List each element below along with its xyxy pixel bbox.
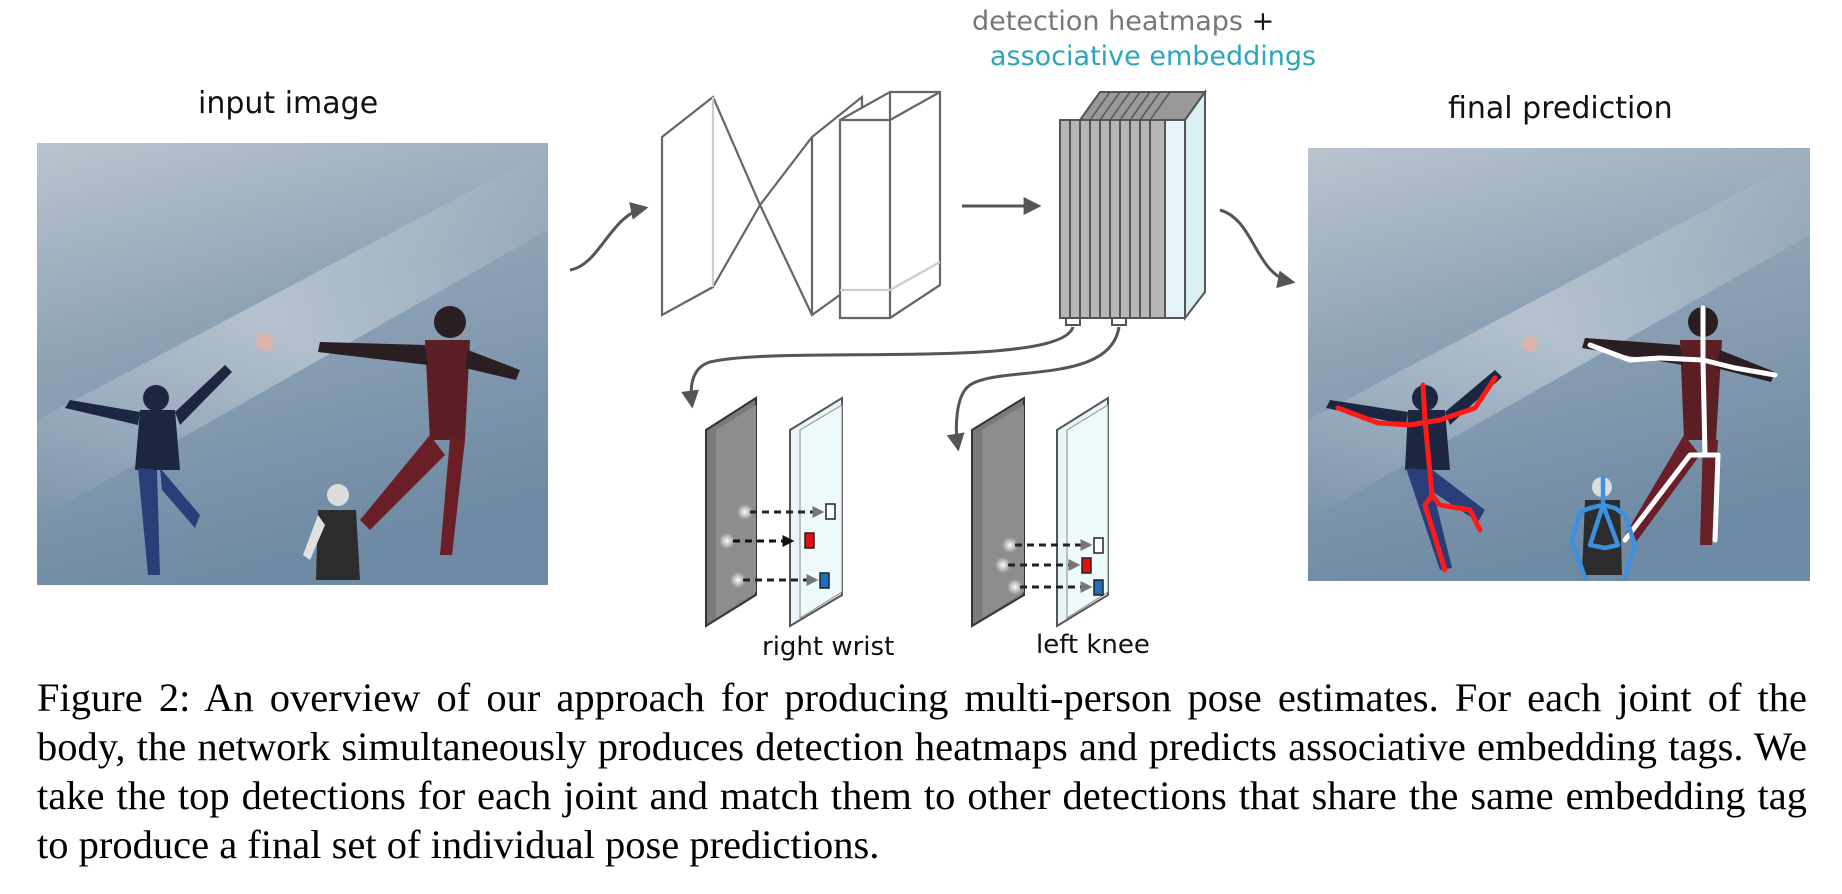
skydiver-right	[318, 306, 520, 555]
tag-red	[1081, 557, 1092, 574]
tag-white	[1093, 537, 1104, 554]
figure-diagram	[37, 88, 1810, 628]
right-wrist-maps	[705, 396, 843, 628]
hourglass-network	[660, 90, 942, 320]
output-stack	[1059, 88, 1207, 326]
final-prediction-image	[1308, 148, 1810, 581]
tag-blue	[819, 572, 830, 589]
right-wrist-label: right wrist	[762, 632, 895, 662]
plus-sign: +	[1251, 6, 1275, 37]
figure-caption: Figure 2: An overview of our approach fo…	[37, 675, 1807, 867]
arrow-to-left-knee	[946, 326, 1121, 452]
embeddings-label: associative embeddings	[990, 41, 1317, 72]
final-prediction-label: final prediction	[1448, 91, 1673, 126]
skydiver-bottom	[303, 484, 360, 580]
left-knee-maps	[971, 396, 1109, 628]
tag-blue	[1093, 579, 1104, 596]
skeleton-red	[1335, 375, 1498, 573]
input-image-label: input image	[198, 86, 379, 121]
skeleton-blue	[1569, 475, 1638, 581]
arrow-to-right-wrist	[681, 326, 1075, 409]
tag-white	[825, 503, 836, 520]
arrow-input-to-network	[569, 202, 649, 272]
skydiver-left	[65, 365, 232, 575]
heatmaps-label: detection heatmaps +	[972, 6, 1274, 37]
tag-red	[804, 532, 815, 549]
input-image	[37, 143, 548, 585]
heatmaps-text: detection heatmaps	[972, 6, 1244, 37]
skeleton-white	[1587, 305, 1778, 543]
arrow-stack-to-output	[1219, 208, 1296, 289]
left-knee-label: left knee	[1036, 630, 1150, 660]
